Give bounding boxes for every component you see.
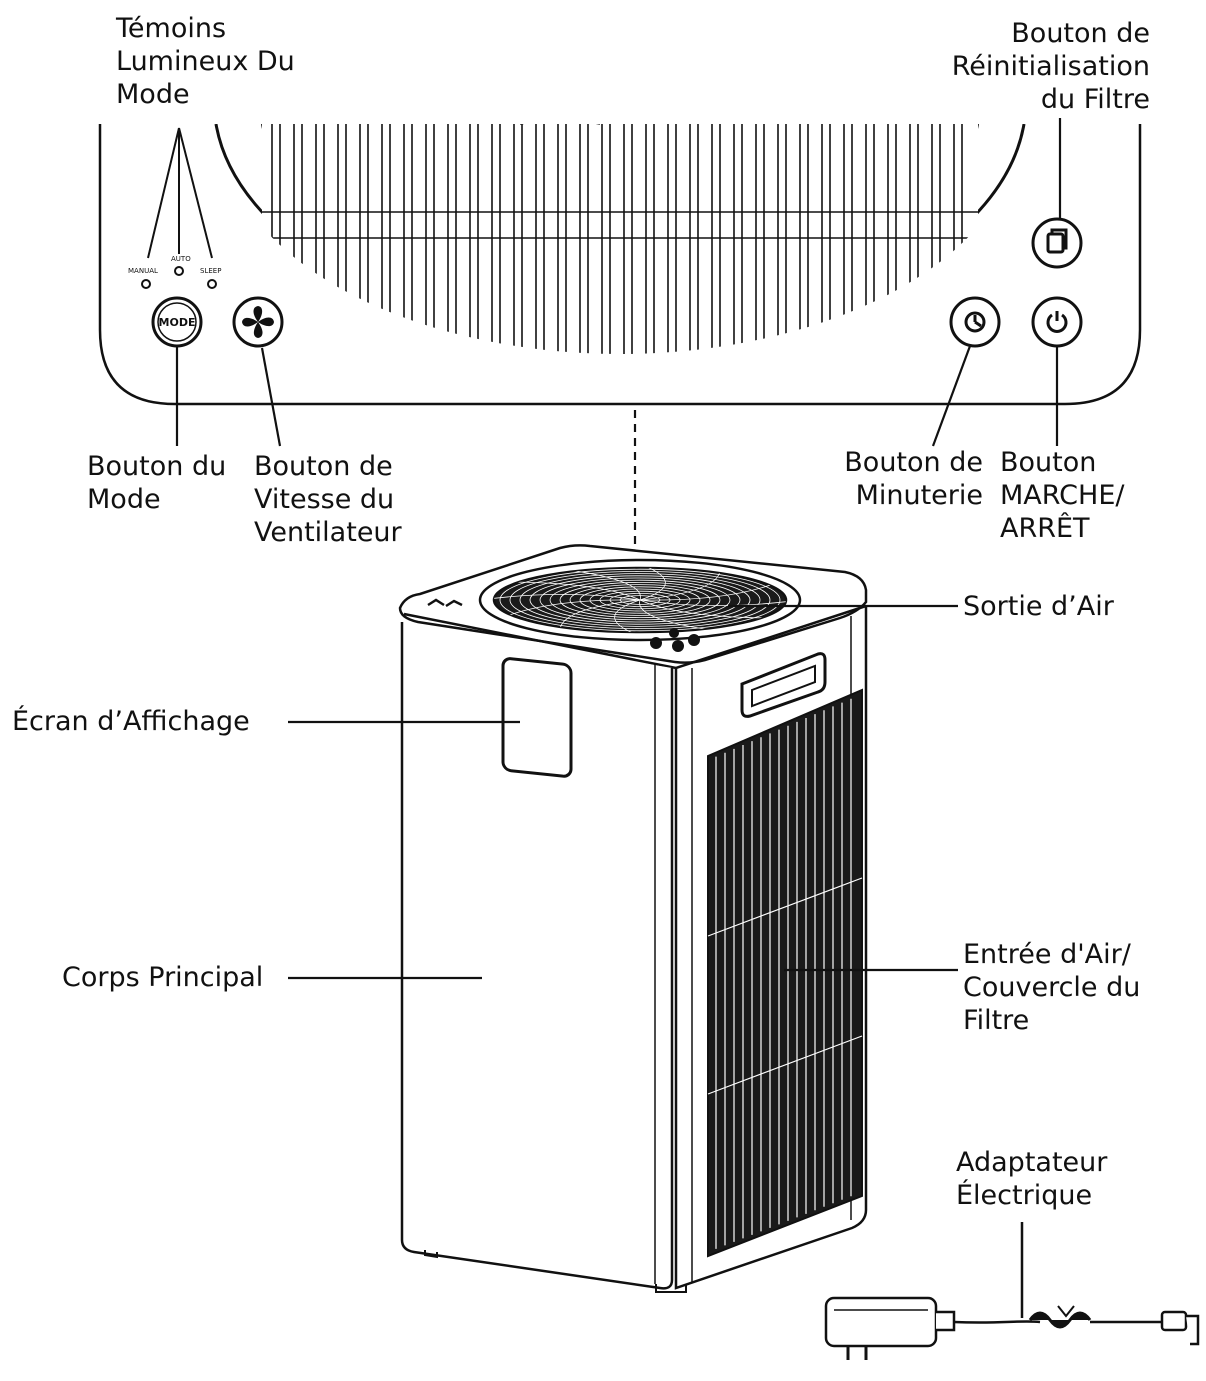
fan-speed-label: Bouton de Vitesse du Ventilateur	[254, 451, 402, 548]
auto-light-label: AUTO	[171, 255, 191, 263]
purifier-body	[398, 544, 868, 1293]
timer-label: Bouton de Minuterie	[844, 447, 983, 511]
clock-icon	[964, 311, 986, 333]
side-face	[674, 606, 868, 1290]
air-inlet-label: Entrée d'Air/ Couvercle du Filtre	[963, 939, 1141, 1036]
display-screen-label: Écran d’Affichage	[12, 706, 250, 737]
manual-light-label: MANUAL	[128, 267, 158, 275]
power-label: Bouton MARCHE/ ARRÊT	[1000, 447, 1125, 544]
sleep-light-label: SLEEP	[200, 267, 221, 275]
filter-reset-label: Bouton de Réinitialisation du Filtre	[951, 18, 1150, 115]
display-screen	[501, 657, 573, 778]
outlet-grille-lines	[494, 568, 786, 632]
sleep-light	[207, 279, 217, 289]
panel-leader-lines	[175, 118, 1062, 640]
mode-lights-label: Témoins Lumineux Du Mode	[116, 13, 295, 110]
front-face	[400, 622, 674, 1290]
air-outlet-label: Sortie d’Air	[963, 591, 1114, 622]
power-adapter-label: Adaptateur Électrique	[956, 1147, 1108, 1211]
main-body-label: Corps Principal	[62, 962, 264, 993]
manual-light	[141, 279, 151, 289]
power-button[interactable]	[1031, 296, 1083, 348]
control-panel-outline	[98, 124, 1142, 406]
mode-button[interactable]: MODE	[151, 296, 203, 348]
power-icon	[1046, 311, 1068, 333]
body-leader-lines	[288, 604, 958, 980]
timer-button[interactable]	[949, 296, 1001, 348]
control-panel	[98, 124, 1142, 406]
power-adapter	[824, 1222, 1200, 1360]
mode-indicator-lights: MANUAL AUTO SLEEP	[128, 127, 221, 289]
filter-icon	[1046, 228, 1068, 254]
inlet-grille-lines	[715, 698, 852, 1249]
filter-reset-button[interactable]	[1031, 217, 1083, 269]
fan-icon	[242, 306, 274, 338]
air-inlet-grille	[707, 688, 863, 1258]
auto-light	[174, 266, 184, 276]
mode-button-text: MODE	[159, 316, 196, 329]
fan-grille	[214, 124, 1026, 354]
mode-button-label: Bouton du Mode	[87, 451, 227, 515]
cable-coil	[1028, 1311, 1092, 1329]
fan-speed-button[interactable]	[232, 296, 284, 348]
